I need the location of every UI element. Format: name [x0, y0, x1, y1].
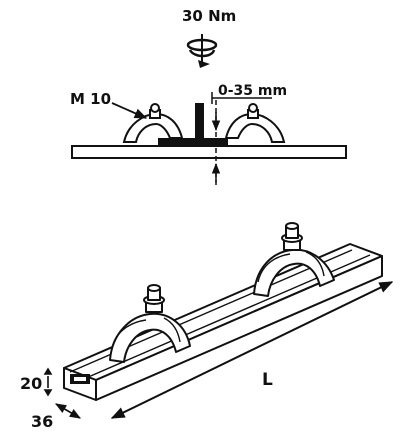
rail-isometric — [63, 243, 383, 401]
height-dimension — [43, 367, 53, 397]
torque-label: 30 Nm — [182, 7, 237, 25]
gap-range-label: 0-35 mm — [218, 83, 288, 99]
base-plate — [71, 145, 347, 159]
left-clamp — [122, 103, 184, 143]
length-label: L — [262, 370, 273, 390]
length-dimension — [110, 281, 394, 419]
rail-profile — [158, 103, 228, 146]
width-label: 36 — [31, 412, 54, 431]
bolt-size-label: M 10 — [70, 90, 112, 108]
right-clamp — [224, 103, 286, 143]
gap-dimension — [211, 92, 272, 186]
bolt-leader — [111, 102, 148, 119]
width-dimension — [55, 403, 81, 419]
height-label: 20 — [20, 374, 43, 393]
rotation-arrow-icon — [186, 34, 218, 68]
